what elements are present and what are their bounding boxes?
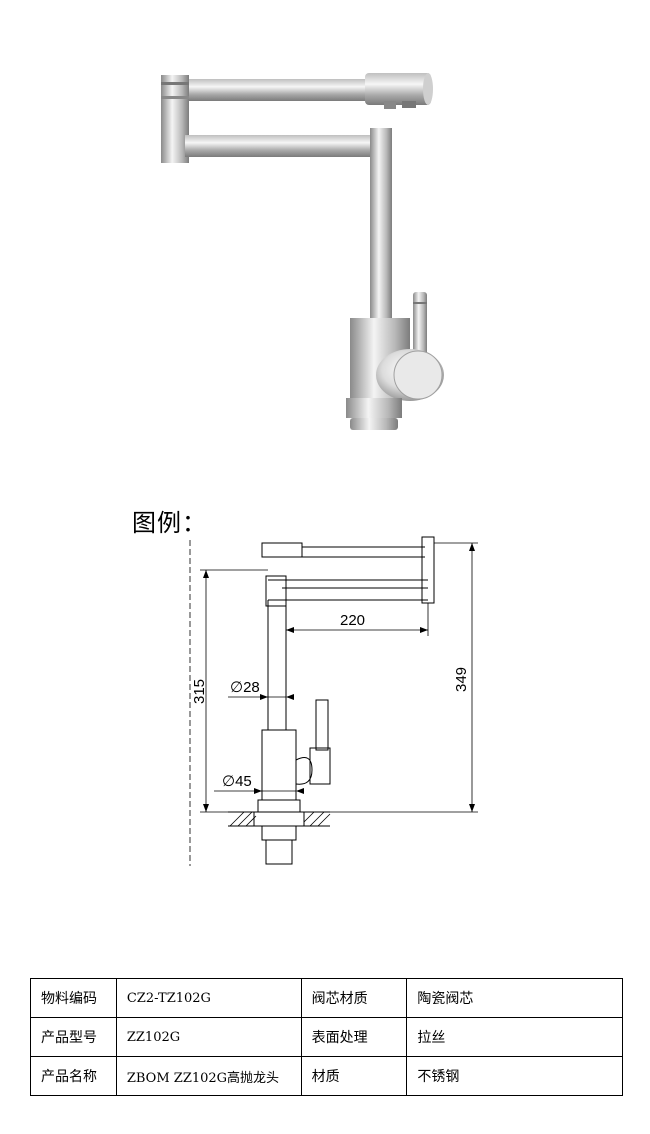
material-value: 不锈钢 — [406, 1056, 623, 1096]
product-name-value: ZBOM ZZ102G高抛龙头 — [115, 1056, 302, 1096]
dim-pipe-diameter-label: ∅28 — [230, 679, 260, 696]
dim-base-diameter-label: ∅45 — [222, 773, 252, 790]
dim-reach-label: 220 — [340, 612, 365, 629]
spec-table-body: 物料编码 CZ2-TZ102G 阀芯材质 陶瓷阀芯 产品型号 ZZ102G 表面… — [30, 978, 623, 1096]
legend-title: 图例： — [132, 509, 207, 537]
valve-core-material-label: 阀芯材质 — [300, 978, 408, 1018]
product-name-label: 产品名称 — [30, 1056, 117, 1096]
table-row: 产品型号 ZZ102G 表面处理 拉丝 — [30, 1017, 623, 1057]
table-row: 产品名称 ZBOM ZZ102G高抛龙头 材质 不锈钢 — [30, 1056, 623, 1096]
material-label: 材质 — [300, 1056, 408, 1096]
faucet-product-photo — [161, 73, 444, 430]
surface-treatment-value: 拉丝 — [406, 1017, 623, 1057]
dim-height-right-label: 349 — [453, 667, 470, 692]
table-row: 物料编码 CZ2-TZ102G 阀芯材质 陶瓷阀芯 — [30, 978, 623, 1018]
material-code-value: CZ2-TZ102G — [115, 978, 302, 1018]
dim-height-left-label: 315 — [191, 679, 208, 704]
product-model-value: ZZ102G — [115, 1017, 302, 1057]
surface-treatment-label: 表面处理 — [300, 1017, 408, 1057]
product-model-label: 产品型号 — [30, 1017, 117, 1057]
valve-core-material-value: 陶瓷阀芯 — [406, 978, 623, 1018]
spec-table: 物料编码 CZ2-TZ102G 阀芯材质 陶瓷阀芯 产品型号 ZZ102G 表面… — [30, 978, 623, 1096]
technical-drawing: 220 315 349 ∅28 ∅45 — [189, 536, 478, 866]
material-code-label: 物料编码 — [30, 978, 117, 1018]
